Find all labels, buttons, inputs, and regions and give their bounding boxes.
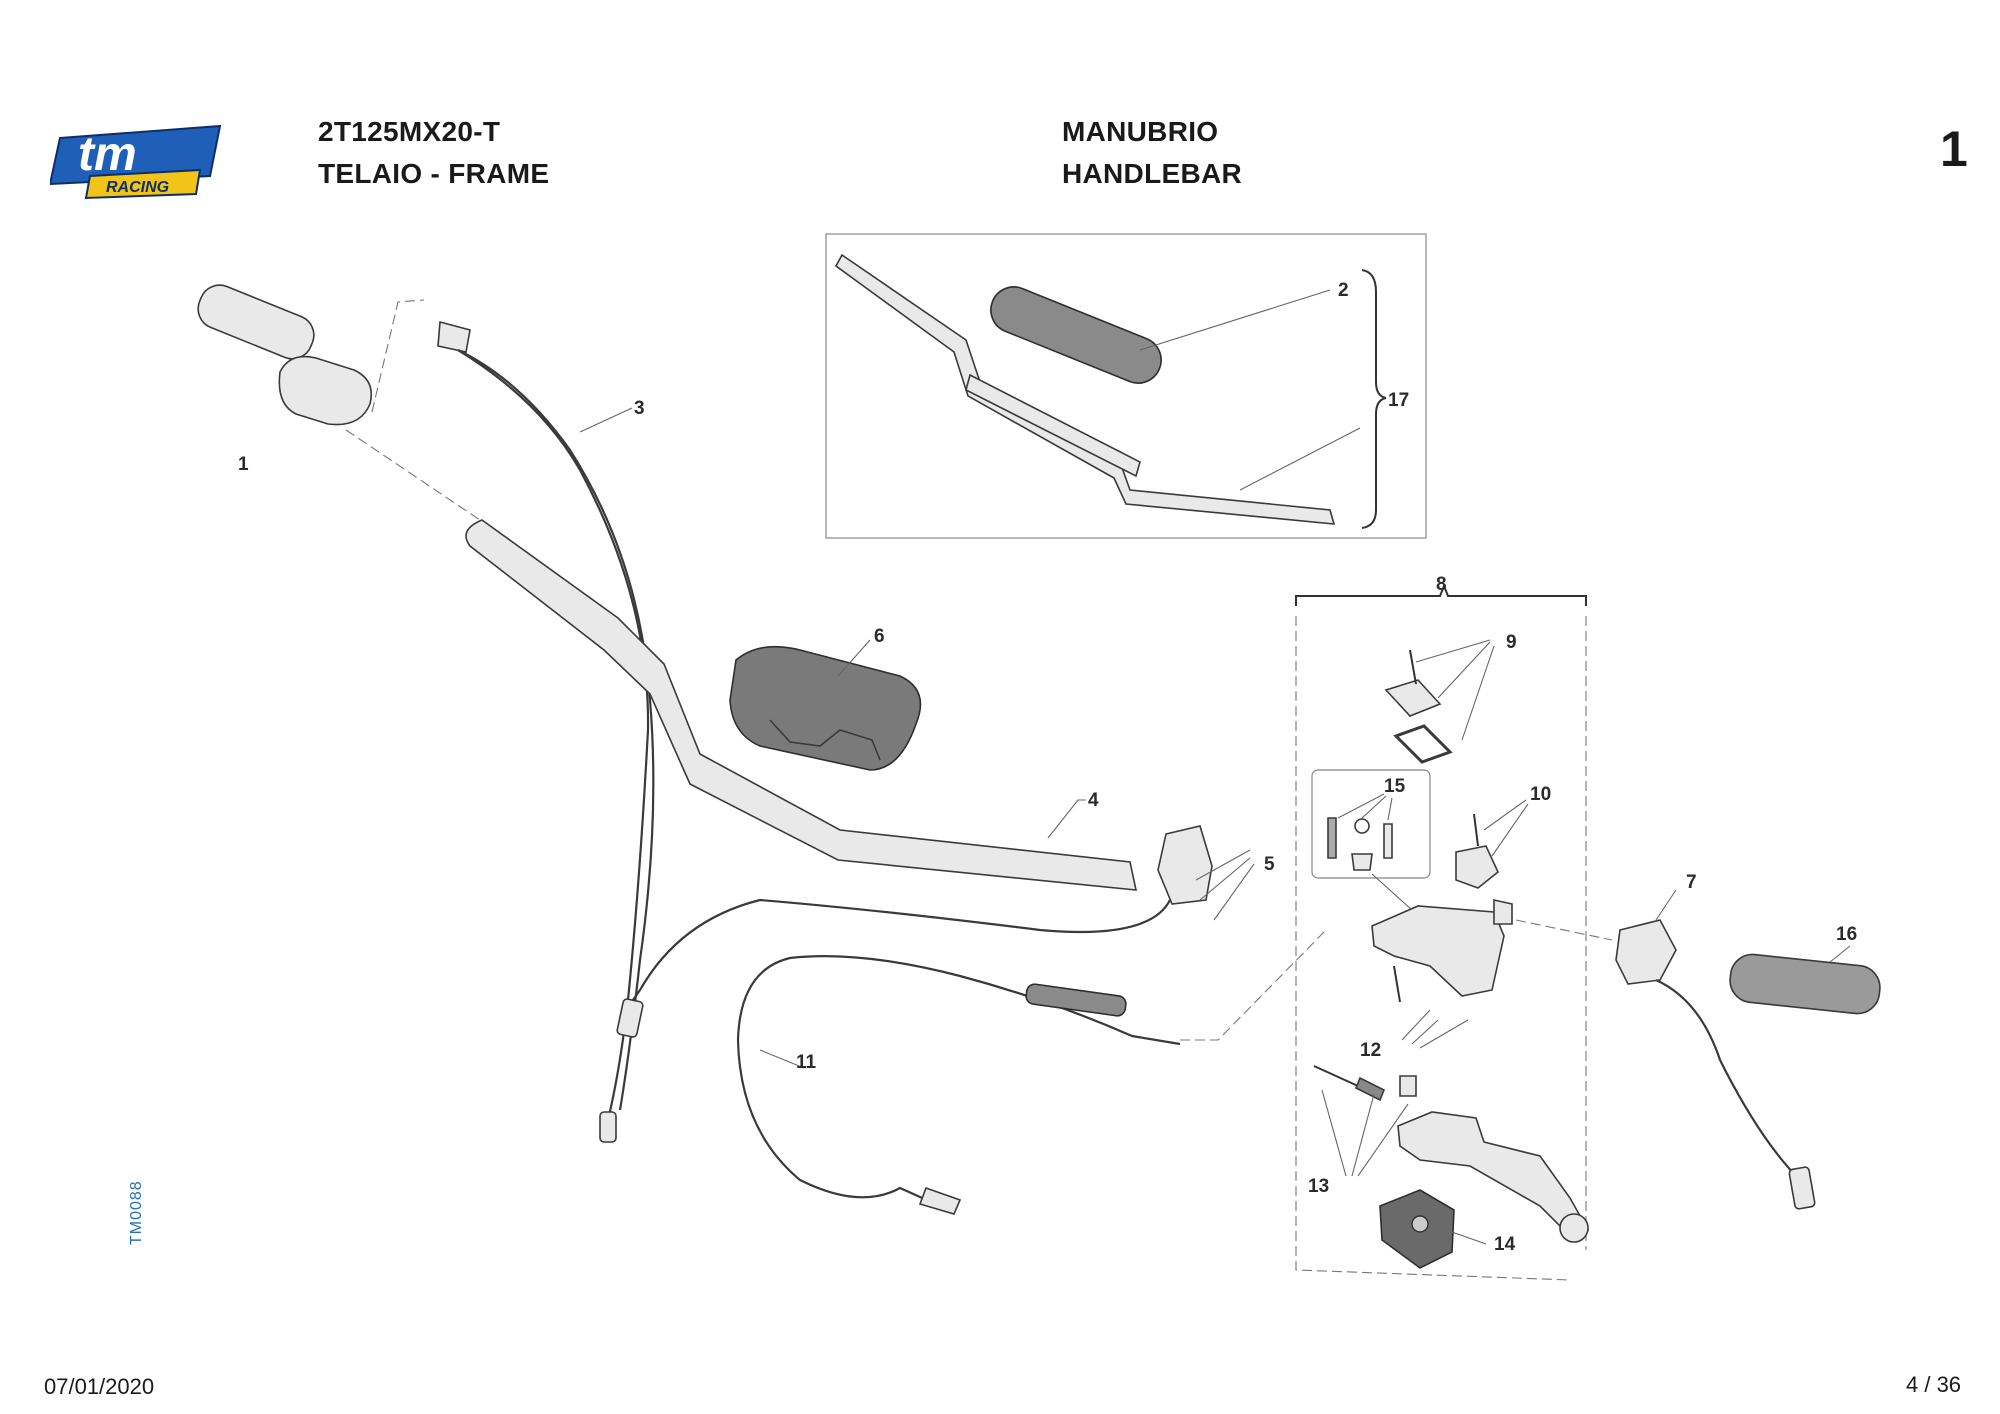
kill-switch [1157, 825, 1213, 905]
callout-11: 11 [796, 1052, 817, 1073]
kill-switch-wire [625, 898, 1171, 1011]
group-number: 1 [1940, 121, 1968, 177]
cap-gasket [1393, 724, 1453, 764]
clamp [1455, 845, 1499, 889]
inset-handlebar [834, 253, 1336, 525]
callout-8: 8 [1436, 574, 1447, 595]
callout-13: 13 [1308, 1176, 1329, 1197]
throttle-cable [457, 349, 655, 1111]
bar-pad [729, 645, 922, 771]
inset-grip [990, 286, 1162, 384]
start-button-wire [1655, 978, 1801, 1181]
clutch-cable [736, 955, 1181, 1208]
reservoir-cap [1384, 679, 1442, 717]
cable-adjuster-top [437, 320, 471, 353]
logo-text: tm [78, 128, 137, 181]
inset-crossbar [965, 373, 1141, 478]
left-grip [1729, 953, 1881, 1015]
callout-17: 17 [1388, 390, 1409, 411]
callout-10: 10 [1530, 784, 1551, 805]
clutch-cable-sleeve [1025, 983, 1127, 1017]
footer-date: 07/01/2020 [44, 1374, 155, 1399]
model-code: 2T125MX20-T [318, 116, 501, 147]
tm-racing-logo: tm RACING [50, 124, 222, 200]
throttle-housing [278, 355, 373, 426]
callout-1: 1 [238, 454, 249, 475]
inset-box [825, 233, 1427, 539]
callout-6: 6 [874, 626, 885, 647]
group-title-en: HANDLEBAR [1062, 158, 1243, 189]
master-cylinder [1371, 905, 1505, 997]
section-title: TELAIO - FRAME [318, 158, 550, 189]
callout-4: 4 [1088, 790, 1099, 811]
callout-14: 14 [1494, 1234, 1516, 1255]
throttle-grip [197, 284, 315, 360]
group-title-it: MANUBRIO [1062, 116, 1219, 147]
callout-12: 12 [1360, 1040, 1381, 1061]
callout-15: 15 [1384, 776, 1406, 797]
callout-16: 16 [1836, 924, 1857, 945]
handlebar [465, 519, 1138, 891]
logo-subtext: RACING [106, 179, 169, 196]
callout-7: 7 [1686, 872, 1697, 893]
start-button [1615, 919, 1677, 985]
footer-page: 4 / 36 [1906, 1372, 1962, 1397]
callout-9: 9 [1506, 632, 1517, 653]
callout-2: 2 [1338, 280, 1349, 301]
callout-3: 3 [634, 398, 645, 419]
callout-5: 5 [1264, 854, 1275, 875]
drawing-code: TM0088 [128, 1180, 145, 1245]
